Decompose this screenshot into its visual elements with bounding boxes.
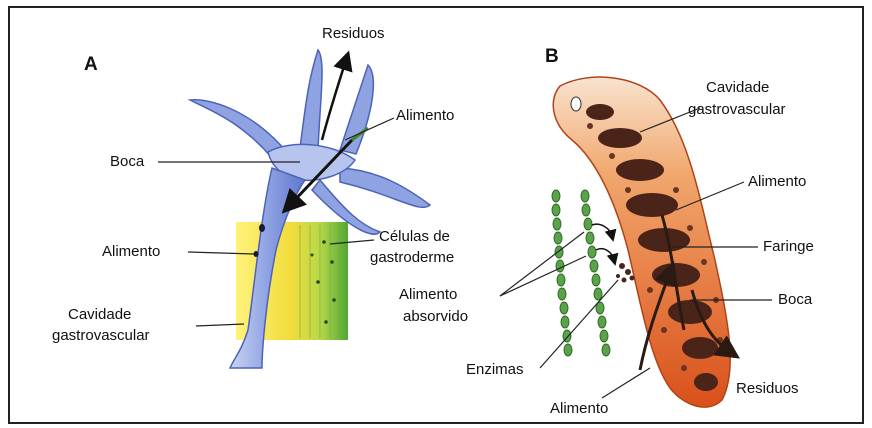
panel-b: B <box>399 46 814 417</box>
panel-b-letter: B <box>545 46 559 67</box>
label-b-boca: Boca <box>778 291 813 308</box>
label-a-cavidade-2: gastrovascular <box>52 327 150 344</box>
enzyme-chains <box>552 190 610 356</box>
label-a-alimento-mid: Alimento <box>102 243 160 260</box>
label-a-cavidade-1: Cavidade <box>68 306 131 323</box>
label-a-boca: Boca <box>110 153 145 170</box>
label-b-alimento-abs-2: absorvido <box>403 308 468 325</box>
label-a-alimento-top: Alimento <box>396 107 454 124</box>
label-b-residuos: Residuos <box>736 380 799 397</box>
label-b-enzimas: Enzimas <box>466 361 524 378</box>
label-a-residuos: Residuos <box>322 25 385 42</box>
panel-a-letter: A <box>84 54 98 75</box>
label-b-faringe: Faringe <box>763 238 814 255</box>
panel-a: A <box>52 25 454 368</box>
label-a-celulas-2: gastroderme <box>370 249 454 266</box>
label-b-alimento-abs-1: Alimento <box>399 286 457 303</box>
label-b-cavidade-1: Cavidade <box>706 79 769 96</box>
label-b-alimento: Alimento <box>748 173 806 190</box>
label-a-celulas-1: Células de <box>379 228 450 245</box>
label-b-cavidade-2: gastrovascular <box>688 101 786 118</box>
label-b-alimento-bottom: Alimento <box>550 400 608 417</box>
residue-out-arrow <box>322 60 346 140</box>
